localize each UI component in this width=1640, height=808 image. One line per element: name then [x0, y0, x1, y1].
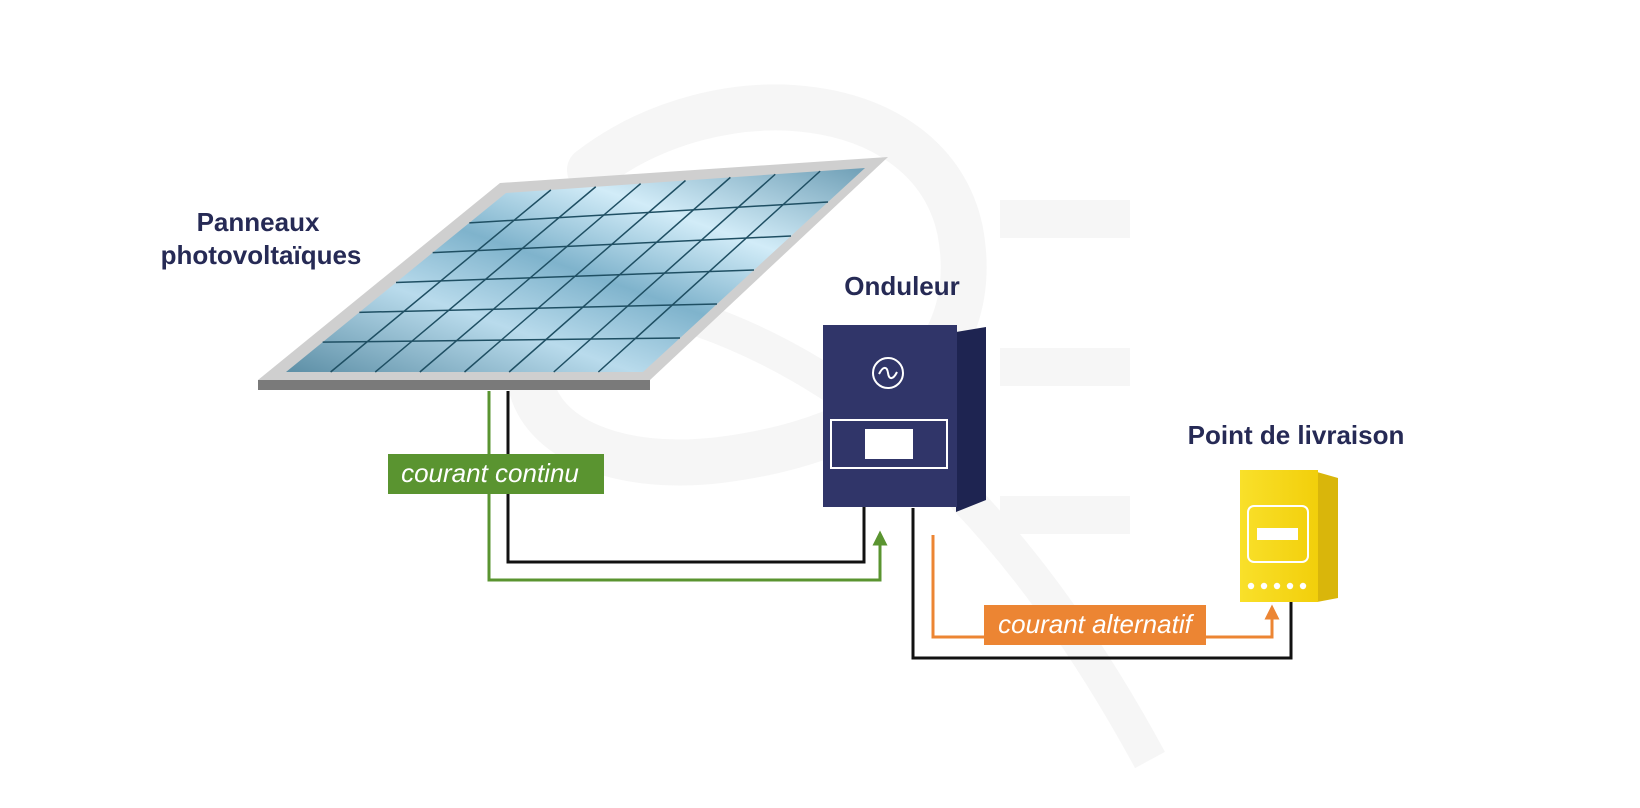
- sine-wave-glyph: [878, 366, 898, 380]
- panel-grid-row-line: [359, 303, 718, 314]
- meter-led-dot: [1273, 582, 1281, 590]
- inverter-display: [865, 429, 913, 459]
- inverter-front: [823, 325, 957, 507]
- meter-led-dot: [1260, 582, 1268, 590]
- panels-label-line2: photovoltaïques: [161, 240, 362, 270]
- inverter: [823, 325, 986, 512]
- meter-display: [1257, 528, 1298, 540]
- meter-led-dot: [1299, 582, 1307, 590]
- delivery-point-label: Point de livraison: [1188, 420, 1405, 450]
- ac-badge-background: [984, 605, 1206, 645]
- inverter-label: Onduleur: [844, 271, 960, 301]
- panel-grid-row-line: [322, 337, 681, 343]
- panel-frame-edge: [258, 380, 650, 390]
- dc-badge-background: [388, 454, 604, 494]
- meter-side: [1317, 472, 1338, 602]
- panel-grid-row-line: [432, 235, 792, 254]
- solar-panel: [258, 157, 888, 390]
- meter-display-frame: [1247, 505, 1309, 563]
- ac-black-wire: [911, 508, 1293, 660]
- panels-label-line1: Panneaux: [197, 207, 320, 237]
- meter-led-dots: [1247, 582, 1307, 590]
- inverter-display-frame: [830, 419, 948, 469]
- sine-wave-icon: [872, 357, 904, 389]
- panel-glass: [286, 168, 865, 372]
- ac-current-badge: courant alternatif: [984, 605, 1206, 645]
- dc-current-badge: courant continu: [388, 454, 604, 494]
- delivery-meter: [1240, 470, 1338, 602]
- meter-led-dot: [1286, 582, 1294, 590]
- ac-current-label: courant alternatif: [998, 609, 1194, 639]
- panel-grid-row-line: [395, 269, 755, 284]
- panel-grid-row-line: [469, 201, 829, 224]
- panel-cell-grid: [322, 170, 829, 373]
- meter-led-dot: [1247, 582, 1255, 590]
- dc-current-label: courant continu: [401, 458, 579, 488]
- inverter-side: [956, 327, 986, 512]
